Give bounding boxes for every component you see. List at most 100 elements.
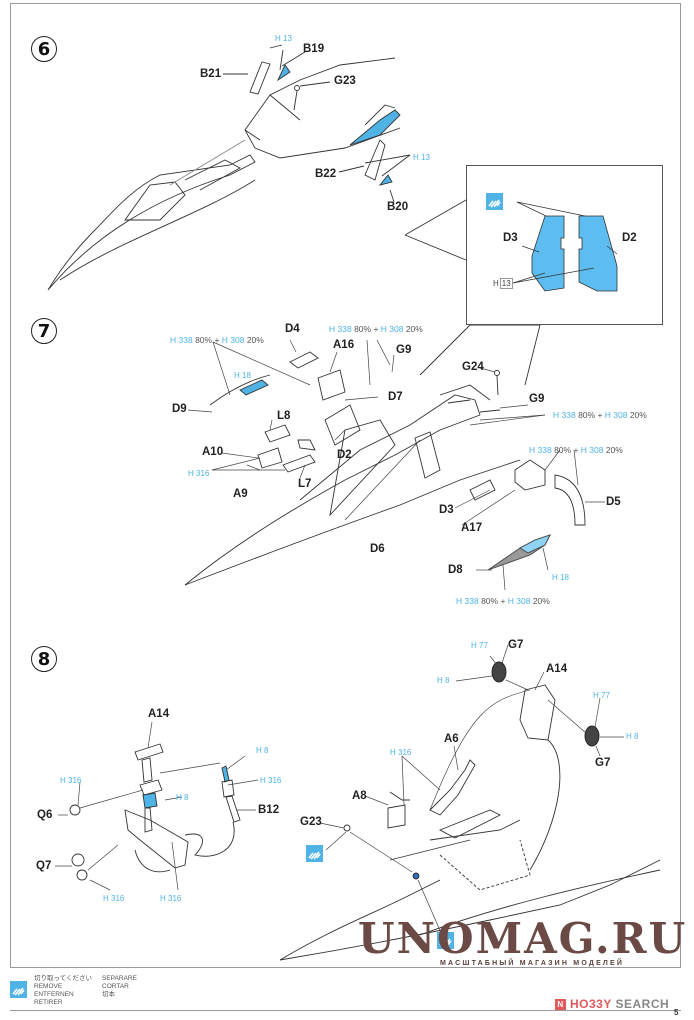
part-label-d6: D6 [370, 543, 385, 555]
part-label-b21: B21 [200, 68, 222, 80]
part-label-d5: D5 [606, 496, 621, 508]
footer-rule [10, 1010, 681, 1011]
paint-a-pct: 80% [578, 410, 596, 420]
cut-marks-icon [308, 851, 321, 860]
part-label-g9: G9 [396, 344, 412, 356]
part-label-a10: A10 [202, 446, 224, 458]
part-label-d4: D4 [285, 323, 300, 335]
paint-label-h316: H 316 [103, 894, 125, 903]
part-label-g23: G23 [334, 75, 356, 87]
part-label-q7: Q7 [36, 860, 52, 872]
part-label-b22: B22 [315, 168, 337, 180]
page-frame [10, 3, 681, 968]
paint-mix-label: H 338 80% + H 308 20% [170, 335, 264, 345]
part-label-a16: A16 [333, 339, 355, 351]
paint-b: H 308 [604, 410, 628, 420]
paint-label-h18-nose: H 18 [552, 573, 569, 582]
paint-label-h13: H 13 [413, 153, 430, 162]
step7-fuselage [184, 351, 586, 586]
paint-b: H 308 [507, 596, 531, 606]
legend-term: REMOVE [34, 983, 63, 990]
remove-icon [10, 981, 27, 998]
step6-fuselage-section [244, 57, 401, 159]
part-label-d7: D7 [388, 391, 403, 403]
paint-label-h8: H 8 [437, 676, 450, 685]
legend-term: 切本 [102, 991, 115, 998]
paint-label-h316: H 316 [60, 776, 82, 785]
paint-b: H 308 [580, 445, 604, 455]
watermark-subtitle: МАСШТАБНЫЙ МАГАЗИН МОДЕЛЕЙ [440, 960, 625, 967]
paint-a-pct: 80% [354, 324, 372, 334]
paint-a-pct: 80% [481, 596, 499, 606]
paint-label-h316: H 316 [188, 469, 210, 478]
page-number: 5 [674, 1008, 679, 1017]
paint-prefix: H [493, 279, 499, 288]
part-label-g23: G23 [300, 816, 322, 828]
part-label-a14-main: A14 [546, 663, 568, 675]
paint-label-h13: H 13 [275, 34, 292, 43]
step8-nose-gear [69, 743, 241, 881]
legend-term: 切り取ってください [34, 975, 92, 982]
legend-term: RETIRER [34, 999, 63, 1006]
cut-marks-icon [439, 938, 452, 947]
paint-b-pct: 20% [605, 445, 623, 455]
paint-label-h8: H 8 [626, 732, 639, 741]
remove-icon [437, 932, 454, 949]
step7-leader-lines [187, 339, 605, 591]
paint-a-pct: 80% [195, 335, 213, 345]
legend-term: CORTAR [102, 983, 129, 990]
paint-mix-label: H 338 80% + H 308 20% [529, 445, 623, 455]
remove-icon [306, 845, 323, 862]
part-label-l8: L8 [277, 410, 291, 422]
air-intake-parts [512, 201, 618, 292]
inset-label-d3: D3 [503, 232, 518, 244]
paint-mix-label: H 338 80% + H 308 20% [456, 596, 550, 606]
part-label-a6: A6 [444, 733, 459, 745]
part-label-d3: D3 [439, 504, 454, 516]
legend-term: SEPARARE [102, 975, 137, 982]
part-label-d8: D8 [448, 564, 463, 576]
paint-b-pct: 20% [246, 335, 264, 345]
step-8-number: 8 [31, 646, 57, 672]
paint-label-h316: H 316 [160, 894, 182, 903]
step6-parts [169, 44, 411, 203]
part-label-a14: A14 [148, 708, 170, 720]
paint-label-h8: H 8 [176, 793, 189, 802]
paint-label-h77: H 77 [471, 641, 488, 650]
paint-a: H 338 [553, 410, 576, 420]
part-label-g7-top: G7 [508, 639, 524, 651]
legend-terms: 切り取ってください REMOVE ENTFERNEN RETIRER [34, 975, 92, 1007]
step-6-number: 6 [31, 36, 57, 62]
brand-search: SEARCH [615, 997, 670, 1011]
part-label-a8: A8 [352, 790, 367, 802]
paint-a: H 338 [529, 445, 552, 455]
paint-a: H 338 [329, 324, 352, 334]
part-label-d2: D2 [337, 449, 352, 461]
paint-a: H 338 [456, 596, 479, 606]
part-label-g24: G24 [462, 361, 484, 373]
paint-label-h316: H 316 [390, 748, 412, 757]
remove-icon [486, 193, 503, 210]
paint-label-h8: H 8 [256, 746, 269, 755]
part-label-b12: B12 [258, 804, 280, 816]
part-label-a9: A9 [233, 488, 248, 500]
step7-inset-callout [404, 199, 541, 386]
legend-term: ENTFERNEN [34, 991, 74, 998]
step8-main-gear [279, 661, 661, 961]
part-label-l7: L7 [298, 478, 312, 490]
paint-b: H 308 [221, 335, 245, 345]
remove-legend: 切り取ってください REMOVE ENTFERNEN RETIRER SEPAR… [10, 975, 350, 1007]
part-label-g7-bottom: G7 [595, 757, 611, 769]
step6-nose-section [47, 154, 256, 291]
inset-label-d2: D2 [622, 232, 637, 244]
step8-main-leader-lines [319, 644, 624, 936]
cut-marks-icon [488, 199, 501, 208]
paint-label-h316: H 316 [260, 776, 282, 785]
paint-a-pct: 80% [554, 445, 572, 455]
paint-b-pct: 20% [629, 410, 647, 420]
paint-b-pct: 20% [405, 324, 423, 334]
part-label-a17: A17 [461, 522, 483, 534]
